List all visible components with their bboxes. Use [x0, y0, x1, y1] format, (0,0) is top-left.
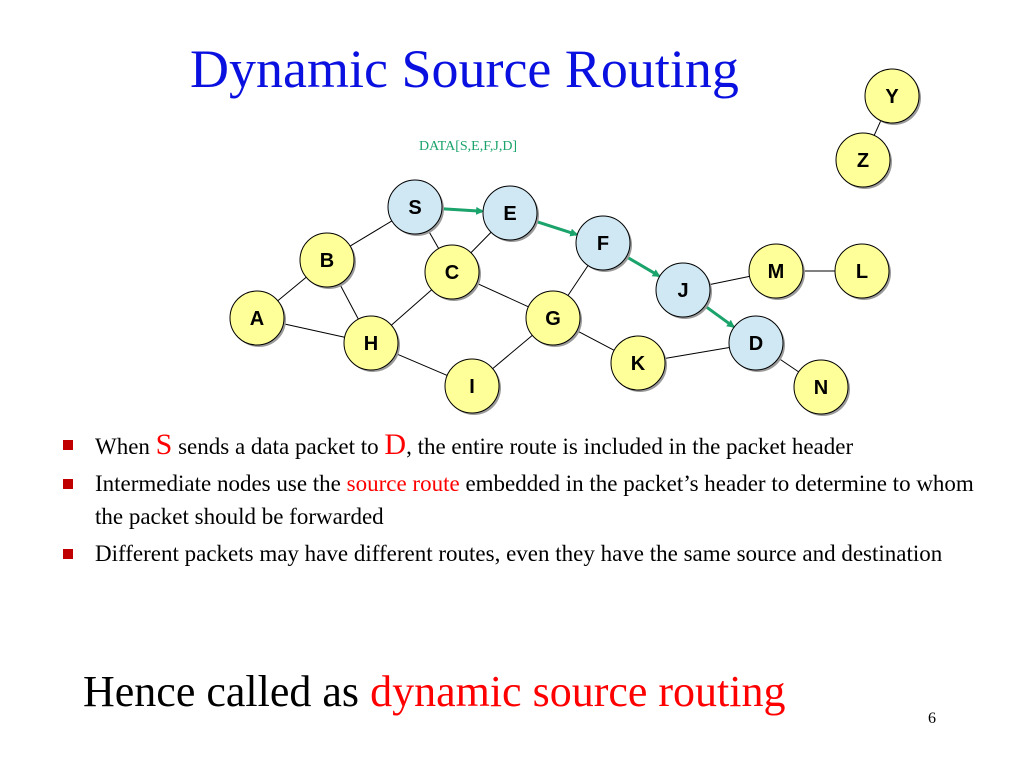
- node-label-E: E: [503, 203, 516, 225]
- node-N: N: [793, 359, 850, 416]
- node-circle-S: [387, 179, 443, 235]
- page-number: 6: [928, 710, 936, 727]
- link-K-G: [576, 330, 615, 351]
- bullet-text: Different packets may have different rou…: [95, 541, 943, 566]
- node-M: M: [748, 243, 805, 300]
- node-F: F: [575, 215, 632, 272]
- node-H: H: [343, 315, 400, 372]
- node-circle-H: [343, 315, 399, 371]
- node-label-F: F: [597, 233, 609, 255]
- node-label-G: G: [545, 308, 561, 330]
- node-circle-D: [728, 315, 784, 371]
- node-E: E: [482, 185, 539, 242]
- bullet-text: embedded in the packet’s header to deter…: [95, 471, 974, 529]
- link-H-I: [395, 353, 448, 376]
- network-diagram: S E F J D A B C G H I K M L N Y Z: [229, 68, 921, 416]
- node-D: D: [728, 315, 785, 372]
- node-circle-Y: [864, 68, 920, 124]
- node-I: I: [444, 358, 501, 415]
- bullet-item: Different packets may have different rou…: [60, 537, 980, 570]
- link-C-G: [476, 282, 529, 308]
- node-label-S: S: [408, 197, 421, 219]
- node-circle-J: [655, 262, 711, 318]
- link-A-B: [277, 276, 307, 302]
- node-Z: Z: [835, 132, 892, 189]
- node-circle-G: [525, 290, 581, 346]
- slide-title: Dynamic Source Routing: [190, 39, 739, 99]
- node-label-A: A: [250, 308, 264, 330]
- node-C: C: [424, 244, 481, 301]
- link-K-D: [664, 347, 730, 359]
- node-B: B: [299, 232, 356, 289]
- bullet-text: Intermediate nodes use the: [95, 471, 347, 496]
- link-G-I: [492, 334, 533, 370]
- link-S-B: [349, 220, 393, 247]
- node-label-K: K: [631, 353, 646, 375]
- link-C-H: [390, 289, 433, 326]
- node-label-N: N: [814, 377, 828, 399]
- node-label-Z: Z: [857, 150, 869, 172]
- link-Y-Z: [873, 120, 882, 136]
- link-C-E: [470, 231, 492, 254]
- node-circle-Z: [835, 132, 891, 188]
- node-label-D: D: [749, 333, 763, 355]
- link-D-N: [778, 357, 799, 373]
- node-circle-B: [299, 232, 355, 288]
- bullet-square-icon: [63, 479, 73, 489]
- bullet-text: When: [95, 434, 156, 459]
- link-A-H: [283, 323, 345, 338]
- node-label-M: M: [768, 261, 785, 283]
- link-J-M: [709, 275, 750, 286]
- bullet-square-icon: [63, 549, 73, 559]
- node-label-I: I: [469, 376, 475, 398]
- bullet-list: When S sends a data packet to D, the ent…: [60, 428, 980, 574]
- node-L: L: [834, 243, 891, 300]
- bullet-text: S: [155, 428, 173, 461]
- node-S: S: [387, 179, 444, 236]
- node-label-H: H: [364, 333, 378, 355]
- bullet-text: , the entire route is included in the pa…: [406, 434, 854, 459]
- nodes-layer: S E F J D A B C G H I K M L N Y Z: [229, 68, 921, 416]
- node-G: G: [525, 290, 582, 347]
- node-label-J: J: [677, 280, 688, 302]
- route-arrow-F-J: [627, 256, 661, 278]
- packet-header-label: DATA[S,E,F,J,D]: [419, 139, 518, 154]
- node-label-Y: Y: [885, 86, 899, 108]
- bullet-item: Intermediate nodes use the source route …: [60, 467, 980, 533]
- node-circle-K: [610, 335, 666, 391]
- node-A: A: [229, 290, 286, 347]
- link-S-C: [427, 230, 440, 249]
- node-circle-F: [575, 215, 631, 271]
- node-circle-A: [229, 290, 285, 346]
- node-circle-N: [793, 359, 849, 415]
- route-arrows-layer: [443, 206, 735, 328]
- bullet-text: source route: [346, 471, 460, 496]
- node-label-B: B: [320, 250, 334, 272]
- conclusion-line: Hence called as dynamic source routing: [83, 666, 786, 717]
- node-label-C: C: [445, 262, 459, 284]
- node-circle-M: [748, 243, 804, 299]
- bullet-item: When S sends a data packet to D, the ent…: [60, 428, 980, 463]
- route-arrow-J-D: [705, 305, 735, 328]
- node-circle-E: [482, 185, 538, 241]
- node-circle-C: [424, 244, 480, 300]
- node-label-L: L: [856, 261, 868, 283]
- node-circle-L: [834, 243, 890, 299]
- conclusion-prefix: Hence called as: [83, 667, 371, 716]
- conclusion-highlight: dynamic source routing: [370, 667, 786, 716]
- node-circle-I: [444, 358, 500, 414]
- link-B-H: [339, 283, 359, 320]
- node-J: J: [655, 262, 712, 319]
- node-K: K: [610, 335, 667, 392]
- bullet-square-icon: [63, 440, 73, 450]
- route-arrow-E-F: [537, 220, 579, 237]
- node-Y: Y: [864, 68, 921, 125]
- bullet-text: D: [384, 428, 407, 461]
- links-layer: [277, 120, 882, 376]
- bullet-text: sends a data packet to: [172, 434, 385, 459]
- route-arrow-S-E: [443, 206, 485, 215]
- link-G-F: [567, 265, 589, 296]
